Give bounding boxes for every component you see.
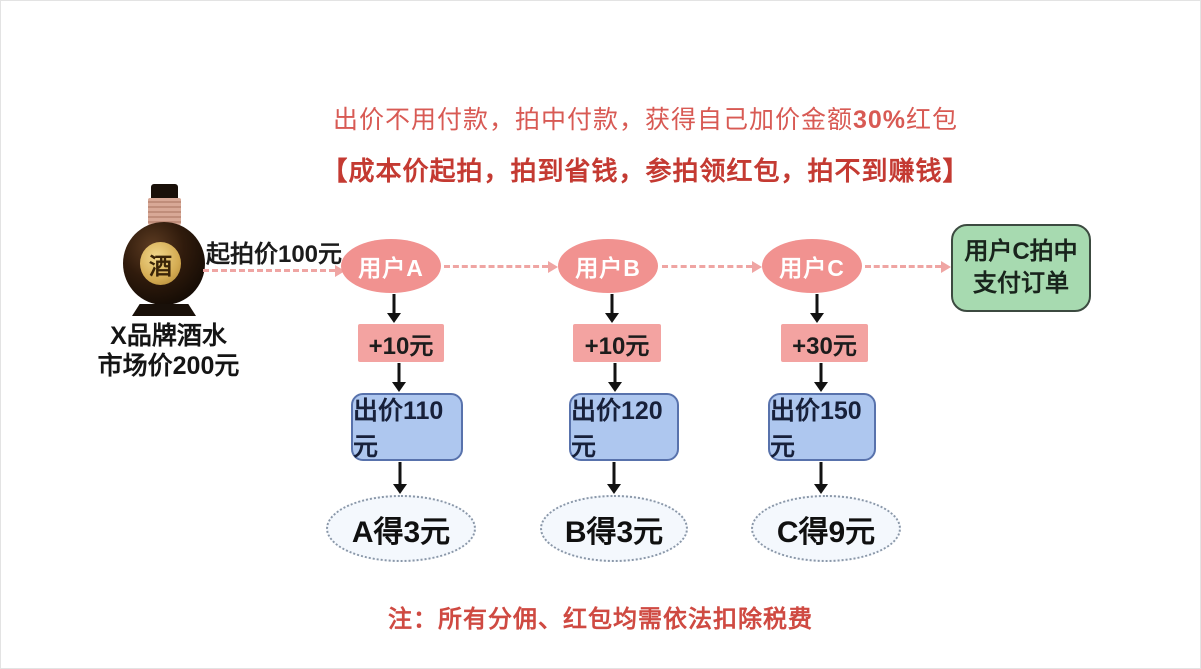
arrow-head-icon: [392, 382, 406, 392]
arrow-head-icon: [548, 261, 558, 273]
arrow-shaft: [815, 294, 819, 315]
wine-bottle-image: 酒: [118, 184, 210, 316]
bottle-label-character: 酒: [149, 252, 172, 279]
arrow-head-icon: [393, 484, 407, 494]
headline-line1-prefix: 出价不用付款，拍中付款，获得自己加价金额: [332, 106, 853, 134]
arrow-user-c-to-increment: [810, 294, 824, 323]
arrow-head-icon: [608, 382, 622, 392]
start-price-label: 起拍价100元: [205, 241, 343, 268]
arrow-bid-b-to-reward: [607, 462, 621, 494]
arrow-bid-a-to-reward: [393, 462, 407, 494]
bid-c-label: 出价150元: [770, 397, 862, 461]
dashed-arrow-user-a-to-user-b: [444, 261, 558, 273]
result-box: 用户C拍中 支付订单: [951, 224, 1091, 312]
arrow-shaft: [613, 363, 617, 384]
user-c-label: 用户C: [779, 255, 845, 281]
product-name-line: X品牌酒水: [110, 322, 227, 350]
arrow-shaft: [819, 363, 823, 384]
arrow-head-icon: [387, 313, 401, 323]
reward-b-label: B得3元: [564, 515, 664, 549]
arrow-increment-a-to-bid: [392, 363, 406, 392]
arrow-user-a-to-increment: [387, 294, 401, 323]
headline-line2: 【成本价起拍，拍到省钱，参拍领红包，拍不到赚钱】: [321, 156, 970, 186]
product-name: X品牌酒水 市场价200元: [56, 321, 281, 381]
user-b-label: 用户B: [575, 255, 641, 281]
arrow-user-b-to-increment: [605, 294, 619, 323]
increment-a-box: +10元: [358, 324, 444, 362]
dashed-arrow-user-c-to-result: [865, 261, 951, 273]
increment-c-box: +30元: [781, 324, 868, 362]
reward-c-node: C得9元: [751, 495, 901, 562]
bottle-neck: [148, 198, 181, 225]
bid-c-box: 出价150元: [768, 393, 876, 461]
bid-b-label: 出价120元: [571, 397, 663, 461]
user-c-node: 用户C: [762, 239, 862, 293]
arrow-bid-c-to-reward: [814, 462, 828, 494]
arrow-shaft: [819, 462, 823, 486]
reward-b-node: B得3元: [540, 495, 688, 562]
product-market-price: 市场价200元: [97, 352, 240, 380]
user-b-node: 用户B: [558, 239, 658, 293]
arrow-head-icon: [810, 313, 824, 323]
arrow-shaft: [392, 294, 396, 315]
arrow-head-icon: [941, 261, 951, 273]
headline-line1: 出价不用付款，拍中付款，获得自己加价金额30%红包: [91, 100, 1200, 136]
arrow-shaft: [610, 294, 614, 315]
increment-a-label: +10元: [368, 332, 434, 360]
bottle-base: [132, 304, 196, 316]
bid-b-box: 出价120元: [569, 393, 679, 461]
increment-b-box: +10元: [573, 324, 661, 362]
dashed-arrow-user-b-to-user-c: [662, 261, 762, 273]
result-line2: 支付订单: [973, 270, 1069, 297]
bottle-cap: [151, 184, 178, 200]
arrow-head-icon: [605, 313, 619, 323]
increment-c-label: +30元: [792, 332, 857, 360]
reward-c-label: C得9元: [776, 515, 876, 549]
reward-a-node: A得3元: [326, 495, 476, 562]
arrow-increment-c-to-bid: [814, 363, 828, 392]
arrow-head-icon: [752, 261, 762, 273]
arrow-head-icon: [814, 484, 828, 494]
reward-a-label: A得3元: [351, 515, 451, 549]
arrow-head-icon: [335, 265, 345, 277]
dashed-arrow-bottle-to-user-a: [203, 265, 345, 277]
result-line1: 用户C拍中: [964, 237, 1078, 265]
arrow-shaft: [612, 462, 616, 486]
user-a-node: 用户A: [341, 239, 441, 293]
arrow-shaft: [398, 462, 402, 486]
bid-a-label: 出价110元: [353, 397, 444, 461]
arrow-shaft: [397, 363, 401, 384]
bid-a-box: 出价110元: [351, 393, 463, 461]
headline-line1-suffix: 红包: [906, 106, 959, 134]
arrow-head-icon: [814, 382, 828, 392]
arrow-head-icon: [607, 484, 621, 494]
headline-line1-highlight: 30%: [852, 106, 907, 134]
bottle-label: 酒: [140, 242, 181, 285]
increment-b-label: +10元: [584, 332, 650, 360]
footnote: 注：所有分佣、红包均需依法扣除税费: [388, 606, 813, 633]
user-a-label: 用户A: [358, 255, 424, 281]
arrow-increment-b-to-bid: [608, 363, 622, 392]
headline: 出价不用付款，拍中付款，获得自己加价金额30%红包 【成本价起拍，拍到省钱，参拍…: [91, 100, 1200, 188]
